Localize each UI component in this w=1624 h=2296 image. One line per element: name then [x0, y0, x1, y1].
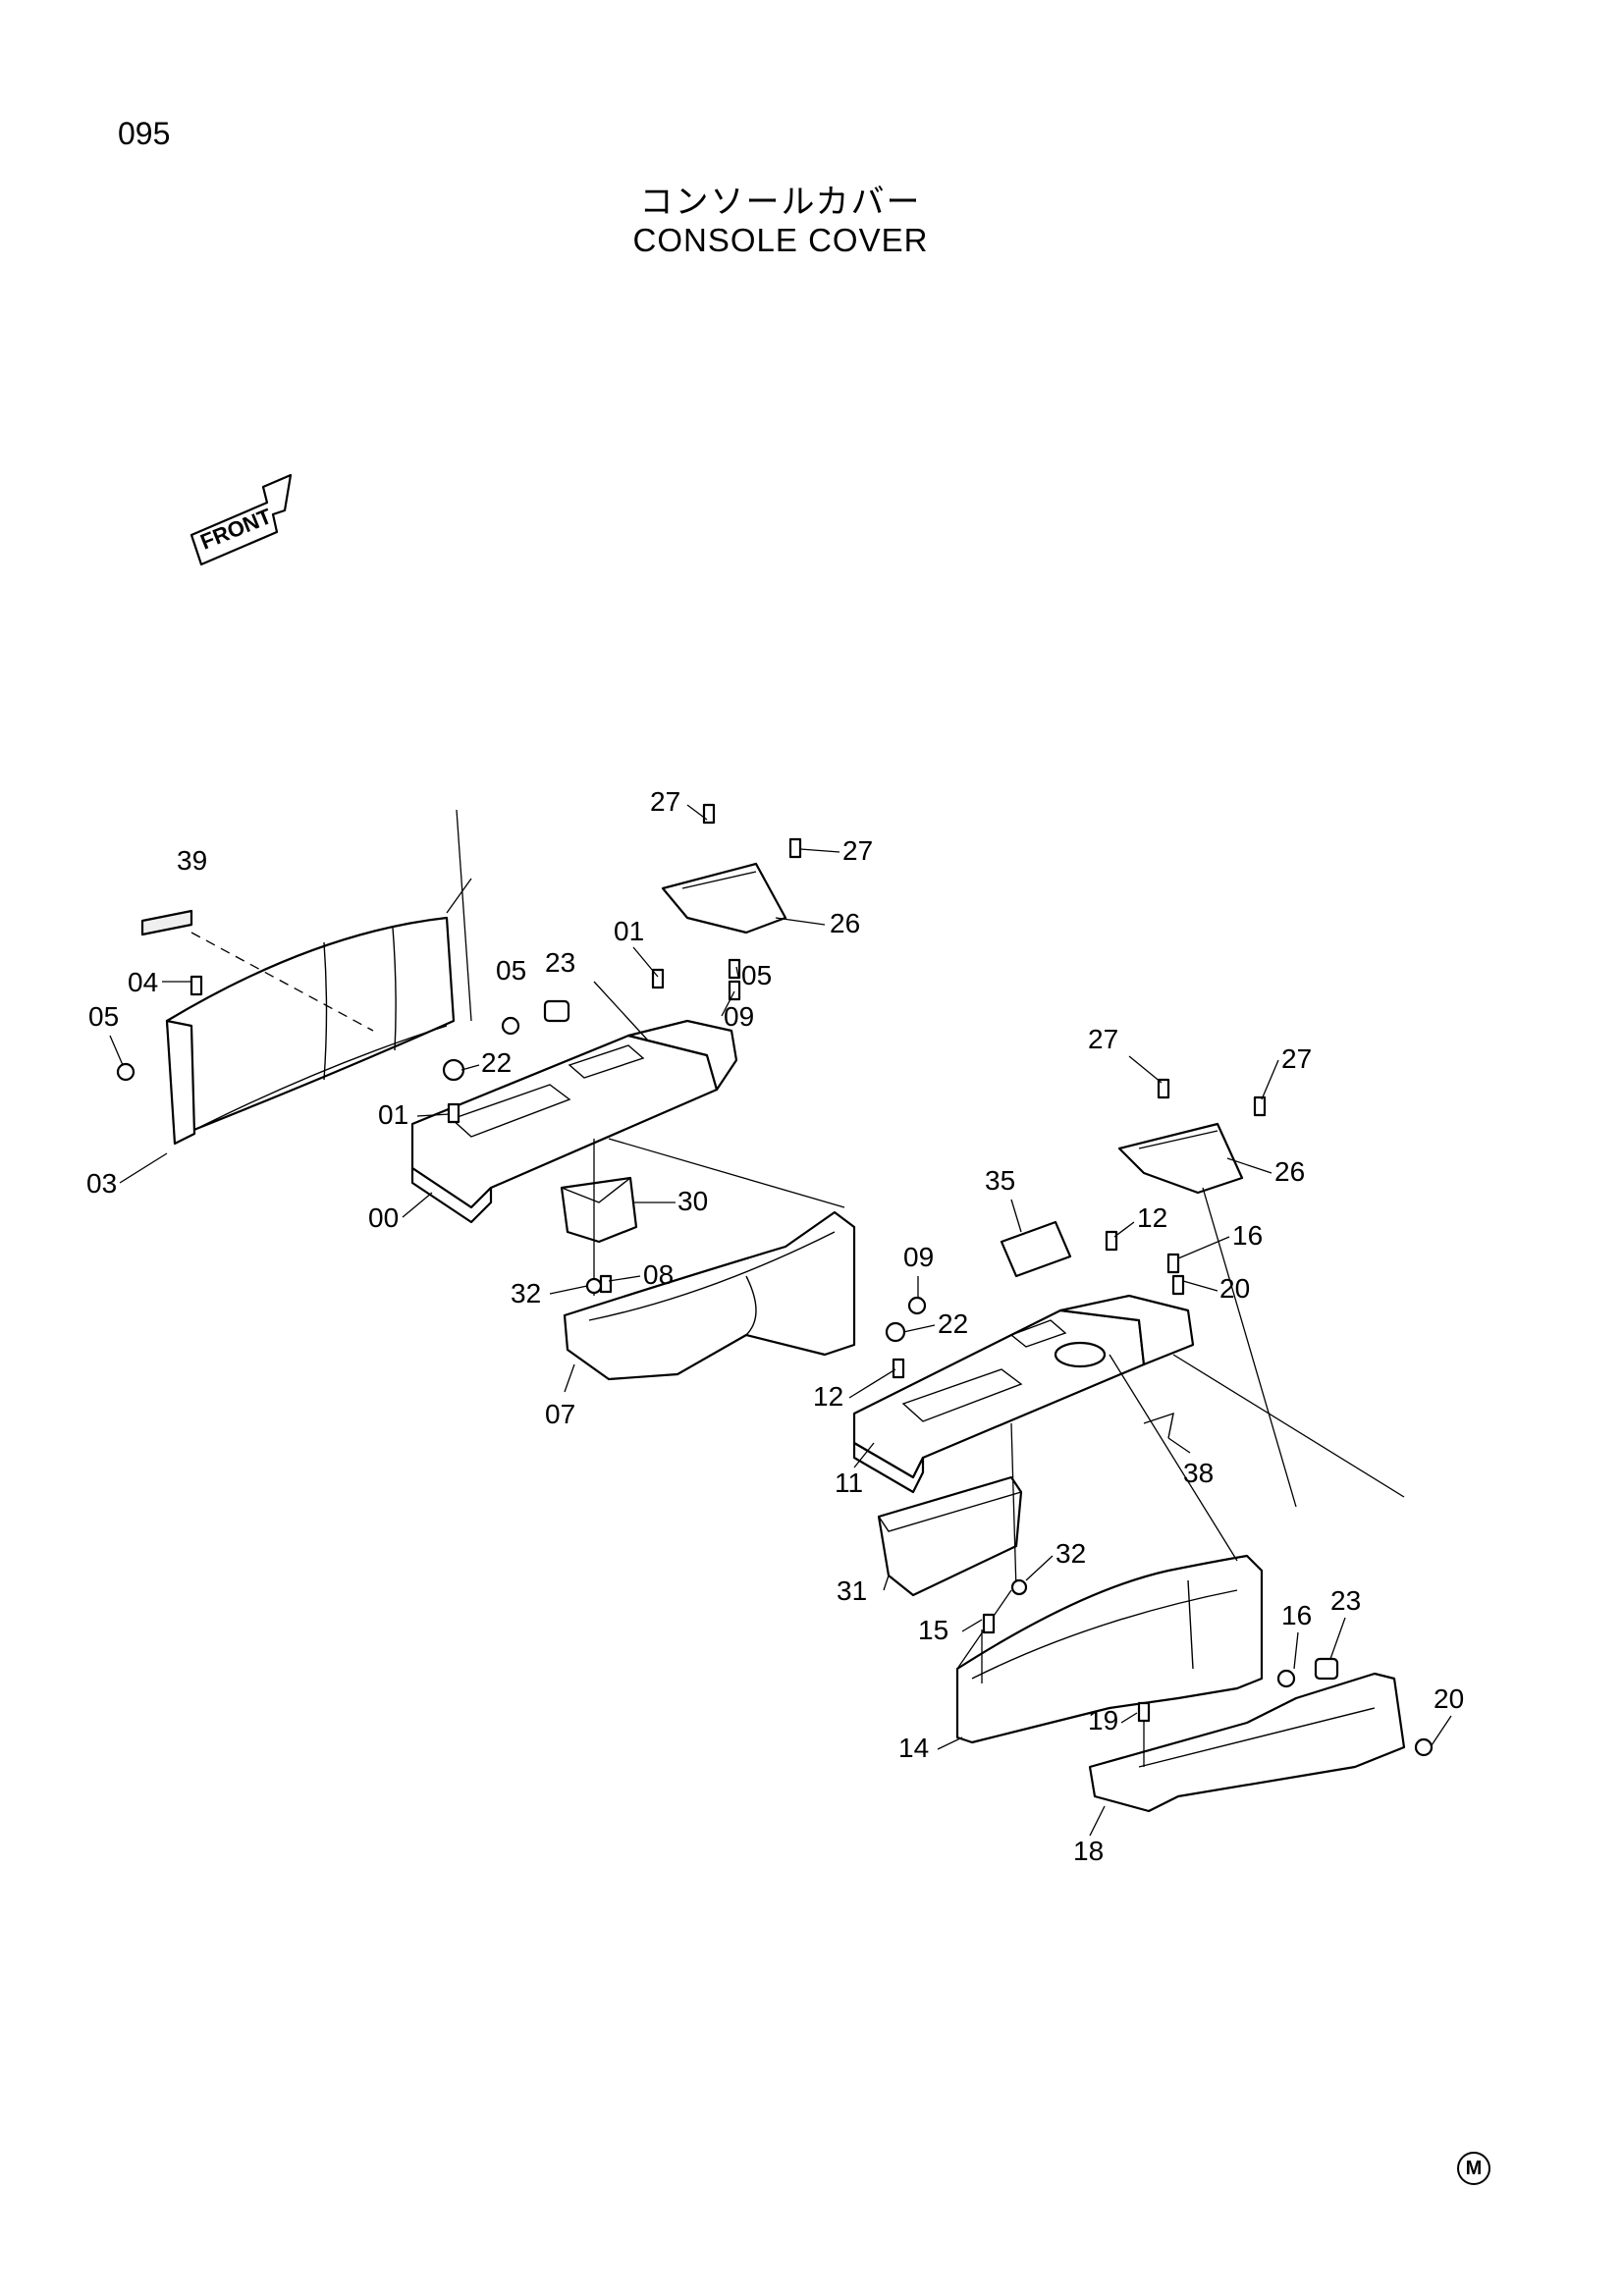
right-tray-31	[877, 1475, 1023, 1597]
callout-32: 32	[1056, 1538, 1086, 1569]
callout-31: 31	[837, 1575, 867, 1606]
left-upper-bracket-26	[661, 862, 787, 934]
right-upper-bracket-26	[1117, 1122, 1244, 1195]
bolt-icons	[116, 803, 1434, 1757]
callout-18: 18	[1073, 1836, 1104, 1866]
callout-05: 05	[88, 1001, 119, 1032]
right-lower-cover-14	[955, 1554, 1264, 1744]
callout-30: 30	[677, 1186, 708, 1216]
right-cover-35	[1000, 1220, 1072, 1278]
callout-32: 32	[511, 1278, 541, 1308]
callout-23: 23	[545, 947, 575, 978]
callout-27: 27	[1088, 1024, 1118, 1054]
callout-23: 23	[1330, 1585, 1361, 1616]
right-console-panel-11	[852, 1294, 1195, 1494]
left-seal-39	[140, 909, 193, 936]
callout-11: 11	[835, 1468, 863, 1498]
callout-22: 22	[938, 1308, 968, 1339]
callout-26: 26	[830, 908, 860, 938]
callout-20: 20	[1219, 1273, 1250, 1304]
callout-00: 00	[368, 1202, 399, 1233]
page-number: 095	[118, 116, 171, 151]
left-console-panel-00	[410, 1019, 738, 1224]
callout-05: 05	[741, 960, 772, 990]
callout-26: 26	[1274, 1156, 1305, 1187]
right-side-cover-18	[1088, 1672, 1406, 1813]
callout-19: 19	[1088, 1705, 1118, 1735]
callout-27: 27	[1281, 1043, 1312, 1074]
callout-01: 01	[378, 1099, 408, 1130]
callout-39: 39	[177, 845, 207, 876]
front-arrow-icon: FRONT	[189, 473, 293, 566]
callout-38: 38	[1183, 1458, 1214, 1488]
callout-08: 08	[643, 1259, 674, 1290]
callout-35: 35	[985, 1165, 1015, 1196]
callout-leaders	[109, 804, 1452, 1837]
callout-03: 03	[86, 1168, 117, 1199]
callout-12: 12	[813, 1381, 843, 1412]
callout-09: 09	[903, 1242, 934, 1272]
left-lower-cover-07	[563, 1210, 856, 1381]
callout-22: 22	[481, 1047, 512, 1078]
callout-07: 07	[545, 1399, 575, 1429]
corner-mark: M	[1457, 2152, 1490, 2185]
callout-27: 27	[842, 835, 873, 866]
callout-20: 20	[1434, 1683, 1464, 1714]
callout-05: 05	[496, 955, 526, 986]
title-japanese: コンソールカバー	[639, 183, 922, 222]
left-storage-box-30	[560, 1176, 638, 1244]
callout-15: 15	[918, 1615, 948, 1645]
callout-12: 12	[1137, 1202, 1167, 1233]
callout-01: 01	[614, 916, 644, 946]
title-english: CONSOLE COVER	[632, 222, 929, 258]
callout-09: 09	[724, 1001, 754, 1032]
callout-labels: 27 27 26 39 01 05 23 05 09 04 05 22 01 0…	[86, 786, 1464, 1866]
right-clip-38	[1143, 1412, 1174, 1439]
callout-04: 04	[128, 967, 158, 997]
left-side-cover-03	[165, 916, 456, 1146]
callout-16: 16	[1232, 1220, 1263, 1251]
callout-16: 16	[1281, 1600, 1312, 1630]
callout-27: 27	[650, 786, 680, 817]
callout-14: 14	[898, 1733, 929, 1763]
